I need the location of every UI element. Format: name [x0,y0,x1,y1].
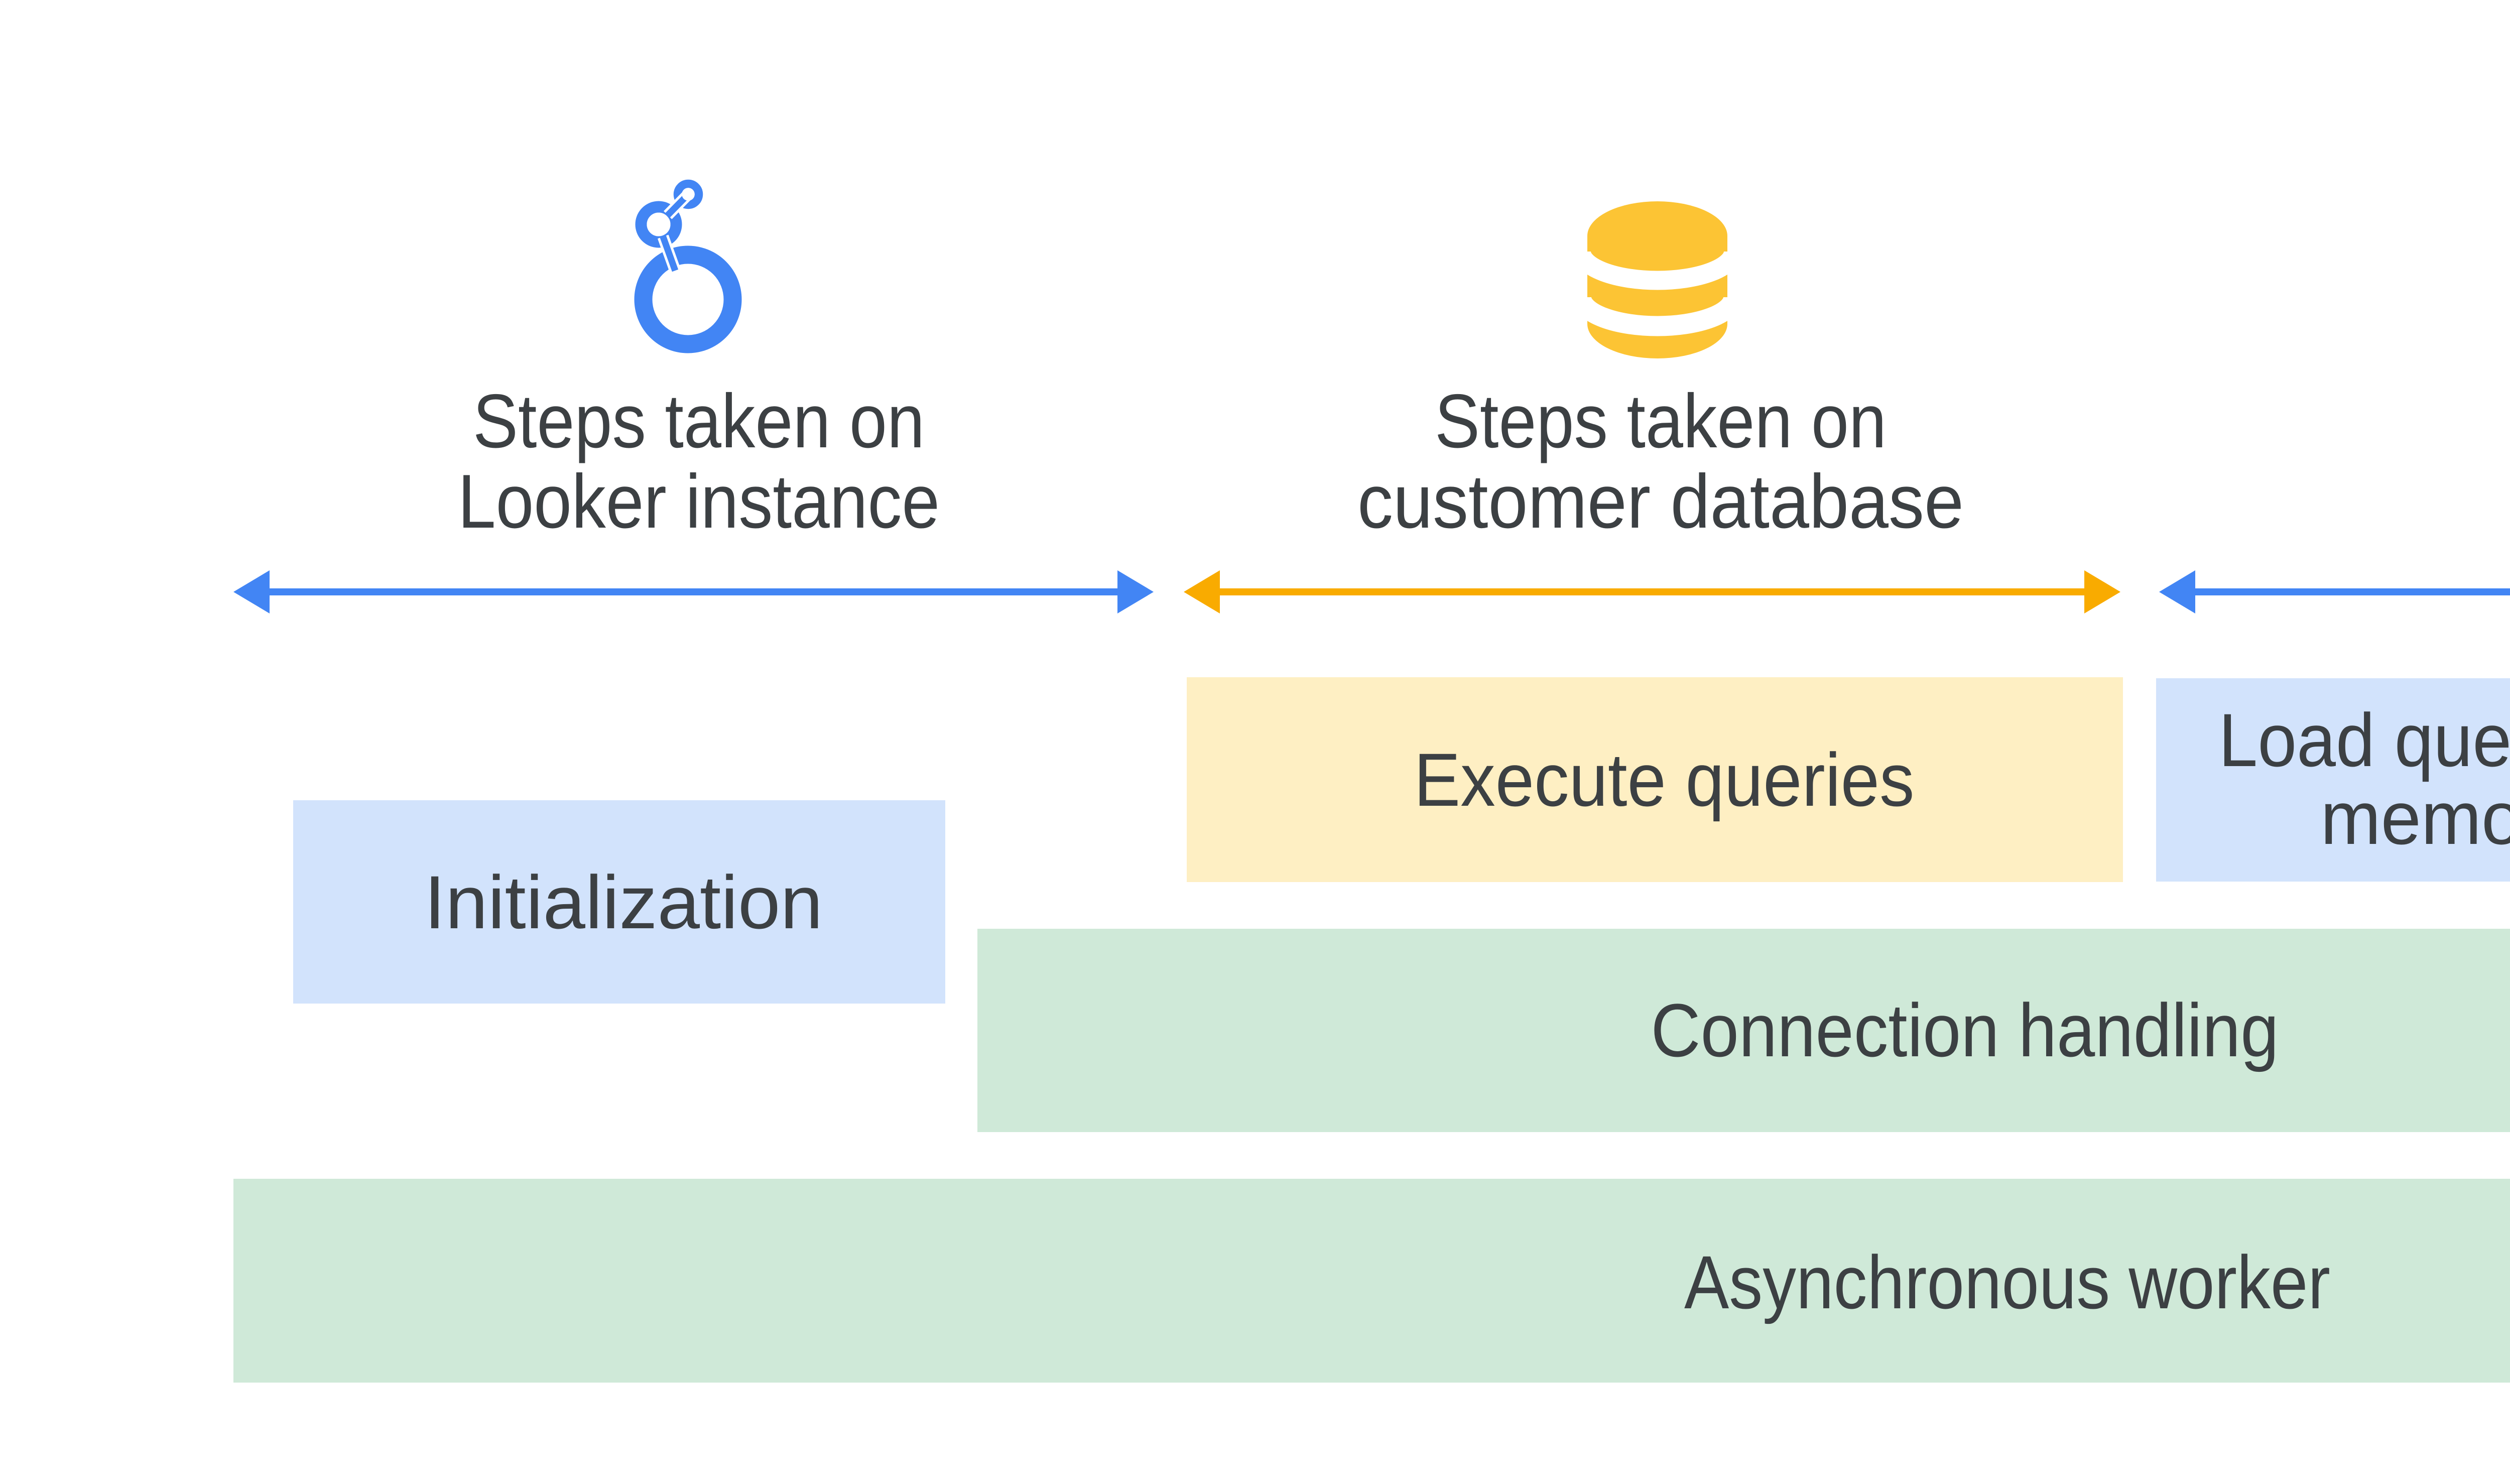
svg-text:customer database: customer database [1357,459,1964,544]
svg-text:Initialization: Initialization [424,860,823,944]
svg-text:memory: memory [2321,776,2510,860]
svg-text:Looker instance: Looker instance [458,459,940,544]
svg-text:Asynchronous worker: Asynchronous worker [1684,1240,2330,1324]
svg-text:Execute queries: Execute queries [1414,737,1915,822]
svg-text:Steps taken on: Steps taken on [1435,379,1887,464]
svg-text:Connection handling: Connection handling [1651,988,2279,1072]
svg-text:Load queries in: Load queries in [2219,698,2510,782]
svg-text:Steps taken on: Steps taken on [473,379,925,464]
